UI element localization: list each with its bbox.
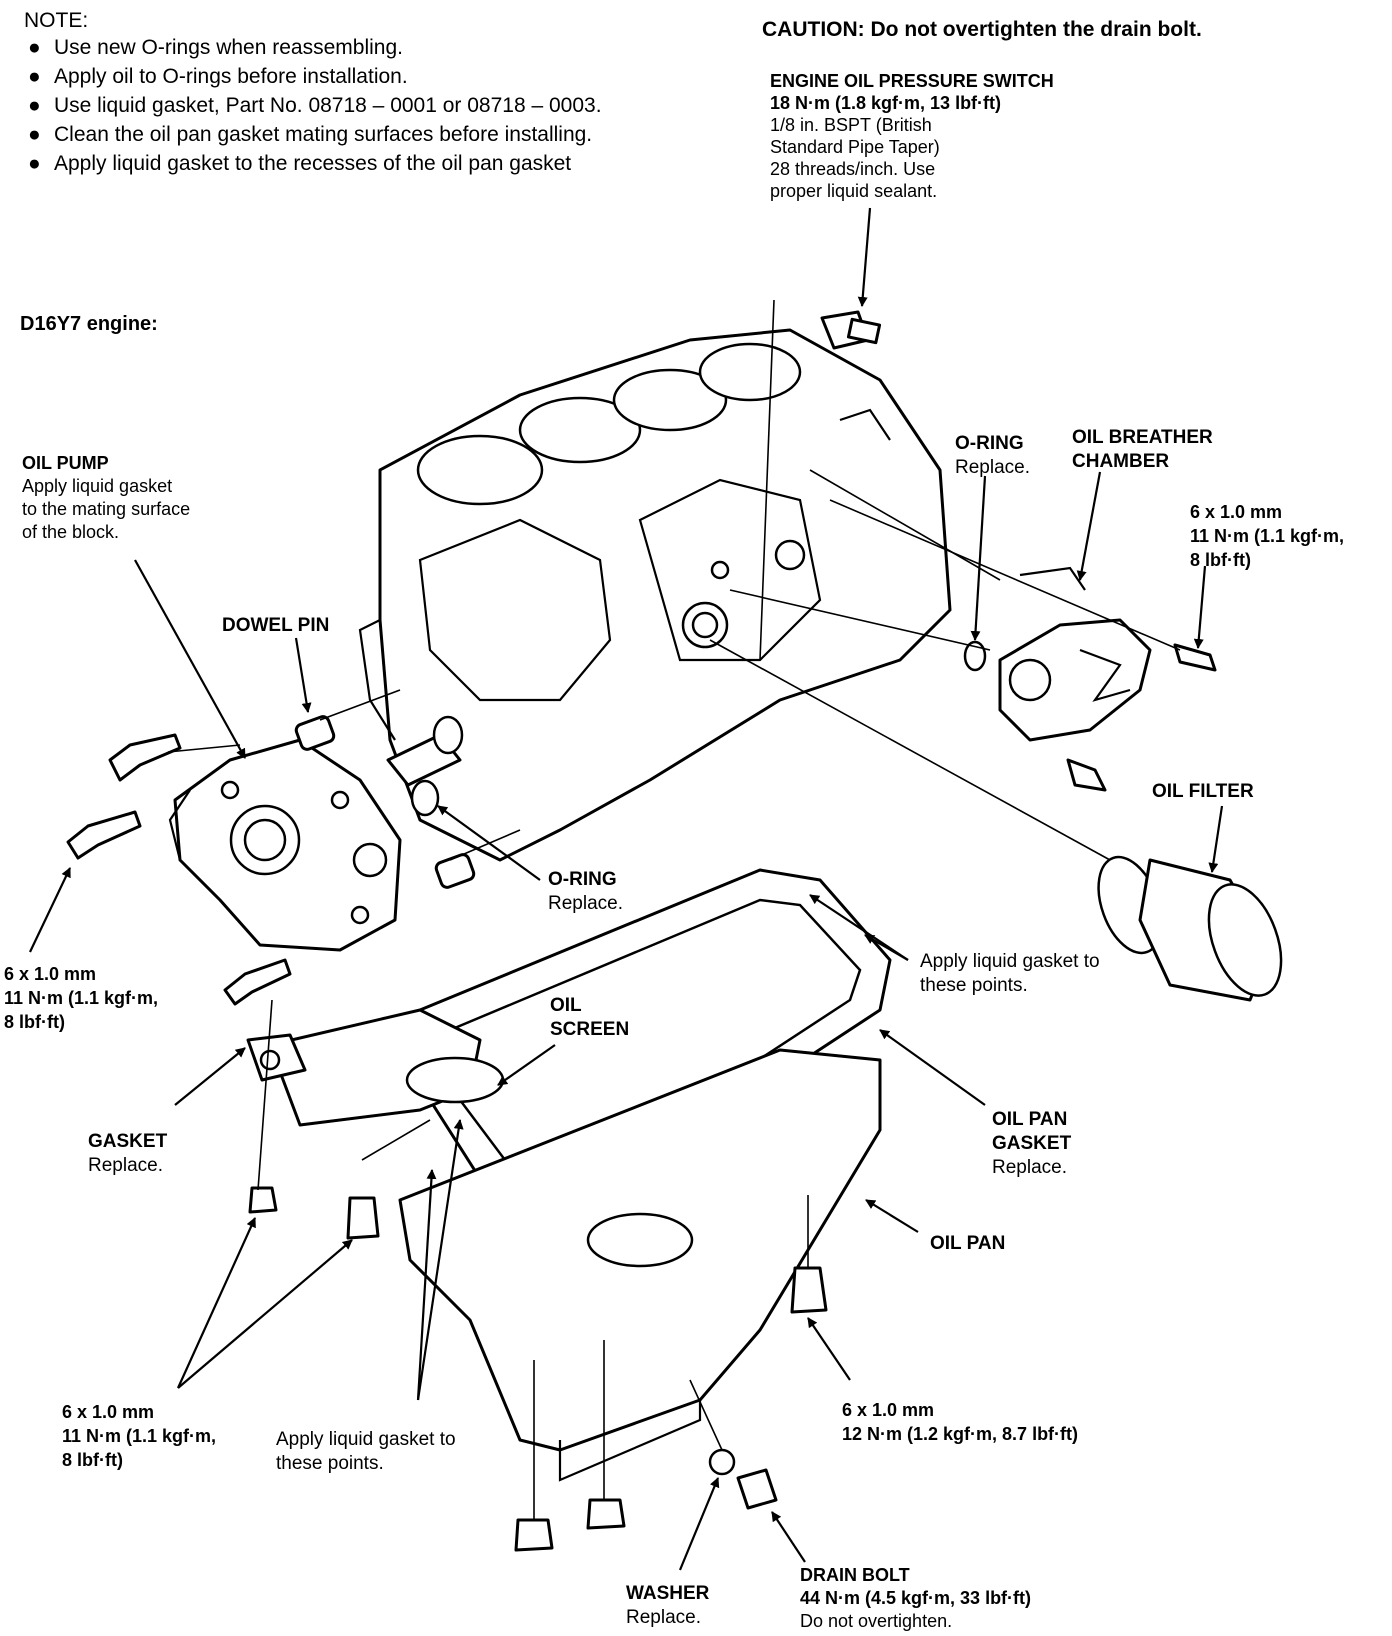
note-item: ●Clean the oil pan gasket mating surface… bbox=[28, 123, 593, 146]
oil-breather-chamber-drawing bbox=[963, 566, 1217, 792]
pump-bolt-spec-callout: 6 x 1.0 mm 11 N·m (1.1 kgf·m, 8 lbf·ft) bbox=[4, 964, 159, 1032]
oil-pan-callout: OIL PAN bbox=[930, 1233, 1006, 1254]
apply-liquid-gasket-top-callout: Apply liquid gasket to these points. bbox=[920, 951, 1100, 996]
note-heading: NOTE: bbox=[24, 9, 89, 32]
pump-bolts-drawing bbox=[66, 733, 292, 1006]
note-item: ●Apply oil to O-rings before installatio… bbox=[28, 65, 408, 88]
engine-label: D16Y7 engine: bbox=[20, 313, 158, 335]
oil-filter-drawing bbox=[1097, 855, 1283, 1002]
pan-bolts-drawing bbox=[248, 1186, 828, 1552]
washer-callout: WASHER Replace. bbox=[626, 1583, 710, 1628]
oil-pressure-switch-drawing bbox=[820, 310, 882, 350]
note-item: ●Apply liquid gasket to the recesses of … bbox=[28, 152, 572, 175]
oil-pressure-switch-callout: ENGINE OIL PRESSURE SWITCH 18 N·m (1.8 k… bbox=[770, 71, 1054, 201]
oil-pump-callout: OIL PUMP Apply liquid gasket to the mati… bbox=[22, 453, 191, 542]
note-item: ●Use new O-rings when reassembling. bbox=[28, 36, 403, 59]
note-item: ●Use liquid gasket, Part No. 08718 – 000… bbox=[28, 94, 602, 117]
alignment-lines bbox=[167, 299, 1181, 1520]
o-ring-breather-callout: O-RING Replace. bbox=[955, 433, 1030, 478]
assembly-notes: NOTE: ●Use new O-rings when reassembling… bbox=[24, 8, 664, 180]
o-ring-pump-callout: O-RING Replace. bbox=[548, 869, 623, 914]
gasket-drawing bbox=[246, 1033, 307, 1082]
note-list: ●Use new O-rings when reassembling. ●App… bbox=[24, 35, 664, 176]
dowel-pins-drawing bbox=[294, 715, 476, 889]
oil-pan-gasket-callout: OIL PAN GASKET Replace. bbox=[992, 1109, 1072, 1178]
oil-breather-chamber-callout: OIL BREATHER CHAMBER bbox=[1072, 427, 1213, 472]
drain-bolt-callout: DRAIN BOLT 44 N·m (4.5 kgf·m, 33 lbf·ft)… bbox=[800, 1565, 1032, 1631]
oil-screen-callout: OIL SCREEN bbox=[550, 995, 630, 1040]
apply-liquid-gasket-bottom-callout: Apply liquid gasket to these points. bbox=[276, 1429, 456, 1474]
gasket-callout: GASKET Replace. bbox=[88, 1131, 168, 1176]
pan-bolt-left-spec-callout: 6 x 1.0 mm 11 N·m (1.1 kgf·m, 8 lbf·ft) bbox=[62, 1402, 217, 1470]
oil-pan-gasket-drawing bbox=[418, 868, 892, 1222]
leader-lines bbox=[29, 207, 1224, 1571]
engine-block-drawing bbox=[358, 328, 952, 862]
oil-pan-drawing bbox=[398, 1048, 882, 1482]
oil-filter-callout: OIL FILTER bbox=[1152, 781, 1254, 802]
oil-pump-drawing bbox=[168, 738, 402, 952]
drain-bolt-washer-drawing bbox=[708, 1448, 778, 1510]
breather-bolt-spec-callout: 6 x 1.0 mm 11 N·m (1.1 kgf·m, 8 lbf·ft) bbox=[1190, 502, 1345, 570]
dowel-pin-callout: DOWEL PIN bbox=[222, 615, 330, 636]
caution-text: CAUTION: Do not overtighten the drain bo… bbox=[762, 18, 1202, 41]
pan-bolt-right-spec-callout: 6 x 1.0 mm 12 N·m (1.2 kgf·m, 8.7 lbf·ft… bbox=[842, 1400, 1079, 1444]
